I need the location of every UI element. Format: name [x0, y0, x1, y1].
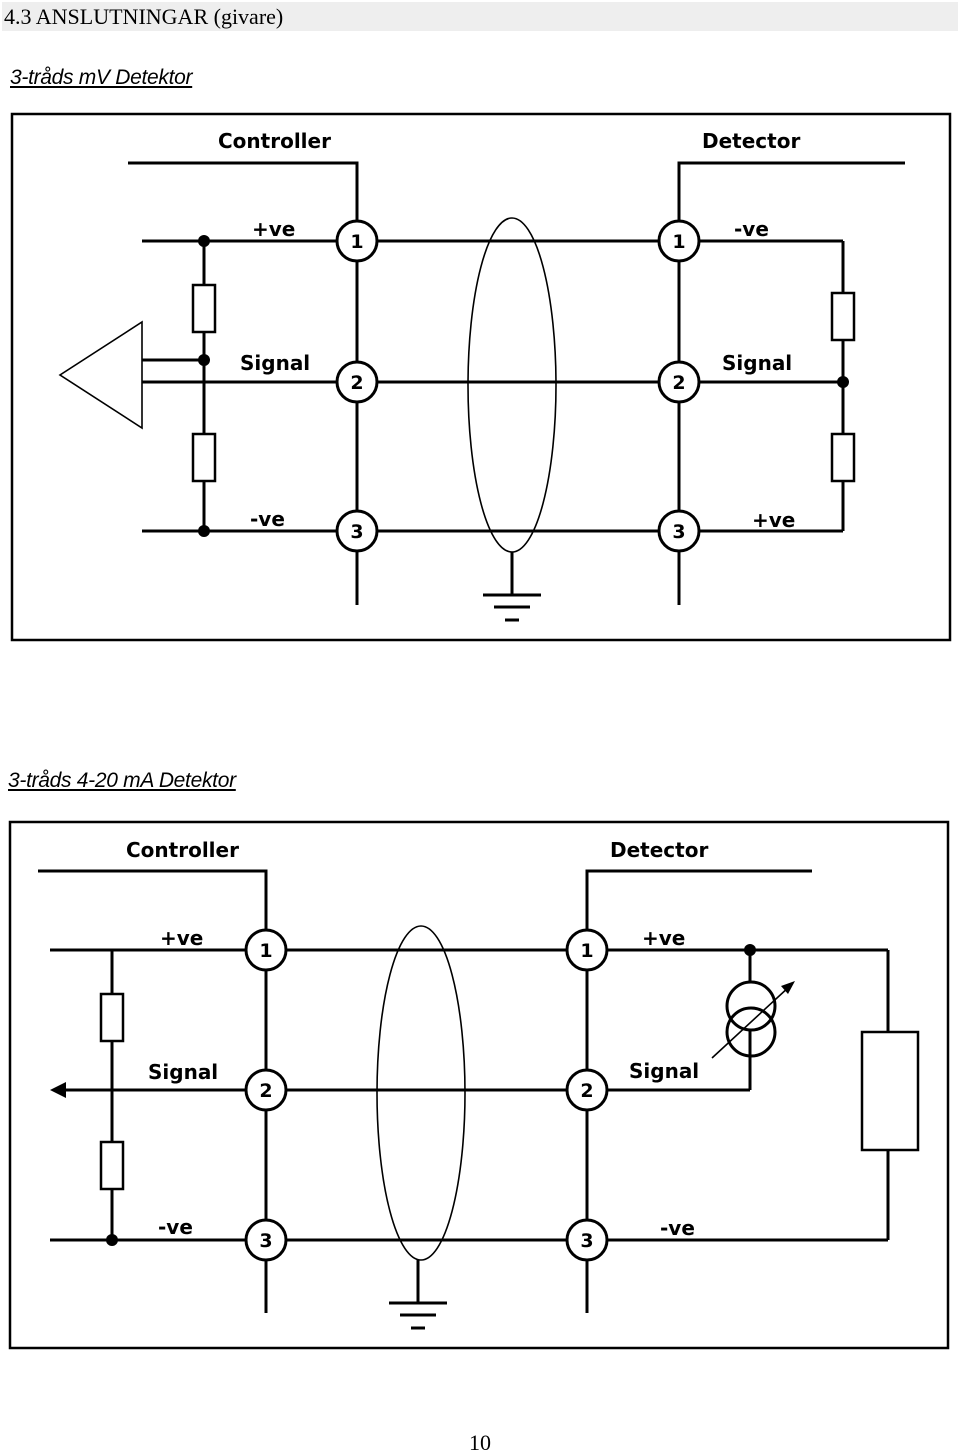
variable-arrow-head-icon	[781, 981, 795, 994]
detector-term-3: -ve	[660, 1216, 695, 1240]
diagram-frame	[10, 112, 952, 642]
detector-term-2: Signal	[722, 351, 792, 375]
terminal: 3	[565, 1218, 609, 1262]
current-source-coil-bottom	[725, 1006, 777, 1058]
terminal: 1	[244, 928, 288, 972]
terminal: 2	[244, 1068, 288, 1112]
terminal: 1	[657, 219, 701, 263]
ma-detector-wiring-diagram: Controller Detector +ve Signal -ve +ve S…	[8, 820, 950, 1350]
terminal: 3	[335, 509, 379, 553]
controller-term-1: +ve	[160, 926, 203, 950]
controller-label: Controller	[126, 838, 239, 862]
controller-bracket	[128, 161, 359, 605]
controller-term-2: Signal	[240, 351, 310, 375]
detector-bracket	[677, 161, 905, 605]
terminal: 2	[657, 360, 701, 404]
figure-1-title: 3-tråds mV Detektor	[10, 66, 193, 89]
controller-label: Controller	[218, 129, 331, 153]
junction-dot	[837, 376, 849, 388]
controller-term-3: -ve	[250, 507, 285, 531]
terminal: 1	[335, 219, 379, 263]
detector-label: Detector	[702, 129, 800, 153]
load-resistor	[860, 1030, 920, 1152]
mv-detector-wiring-diagram: Controller Detector +ve Signal -ve -ve S…	[10, 112, 952, 642]
terminal-number: 2	[350, 372, 363, 394]
cable-shield	[376, 925, 466, 1261]
controller-bracket	[38, 869, 268, 1313]
detector-term-1: -ve	[734, 217, 769, 241]
terminal-number: 1	[580, 940, 593, 962]
terminal-number: 2	[672, 372, 685, 394]
terminal-number: 2	[580, 1080, 593, 1102]
terminal-number: 3	[350, 521, 363, 543]
junction-dot	[198, 525, 210, 537]
controller-term-3: -ve	[158, 1215, 193, 1239]
controller-term-2: Signal	[148, 1060, 218, 1084]
terminal: 2	[335, 360, 379, 404]
terminal: 3	[657, 509, 701, 553]
terminal-number: 2	[259, 1080, 272, 1102]
terminal-number: 1	[259, 940, 272, 962]
detector-term-3: +ve	[752, 508, 795, 532]
terminal-number: 3	[259, 1230, 272, 1252]
detector-resistor-bottom	[830, 432, 856, 483]
detector-label: Detector	[610, 838, 708, 862]
controller-resistor-bottom	[191, 432, 217, 483]
detector-term-2: Signal	[629, 1059, 699, 1083]
detector-resistor-top	[830, 291, 856, 342]
terminal: 3	[244, 1218, 288, 1262]
current-source-coil-top	[725, 980, 777, 1032]
terminal: 2	[565, 1068, 609, 1112]
signal-arrow-icon	[50, 1082, 66, 1098]
detector-bracket	[585, 869, 812, 1313]
controller-resistor-top	[191, 283, 217, 334]
junction-dot	[744, 944, 756, 956]
controller-resistor-bottom	[99, 1140, 125, 1191]
controller-resistor-top	[99, 992, 125, 1043]
terminal-number: 1	[672, 231, 685, 253]
cable-shield	[467, 217, 557, 553]
figure-2-title: 3-tråds 4-20 mA Detektor	[8, 769, 236, 792]
amplifier-triangle	[58, 320, 143, 430]
controller-term-1: +ve	[252, 217, 295, 241]
page-number: 10	[469, 1430, 491, 1455]
terminal-number: 3	[672, 521, 685, 543]
detector-term-1: +ve	[642, 926, 685, 950]
junction-dot	[106, 1234, 118, 1246]
terminal: 1	[565, 928, 609, 972]
section-heading: 4.3 ANSLUTNINGAR (givare)	[2, 2, 958, 31]
terminal-number: 3	[580, 1230, 593, 1252]
junction-dot	[198, 235, 210, 247]
variable-arrow-line	[711, 985, 791, 1059]
terminal-number: 1	[350, 231, 363, 253]
diagram-frame	[8, 820, 950, 1350]
